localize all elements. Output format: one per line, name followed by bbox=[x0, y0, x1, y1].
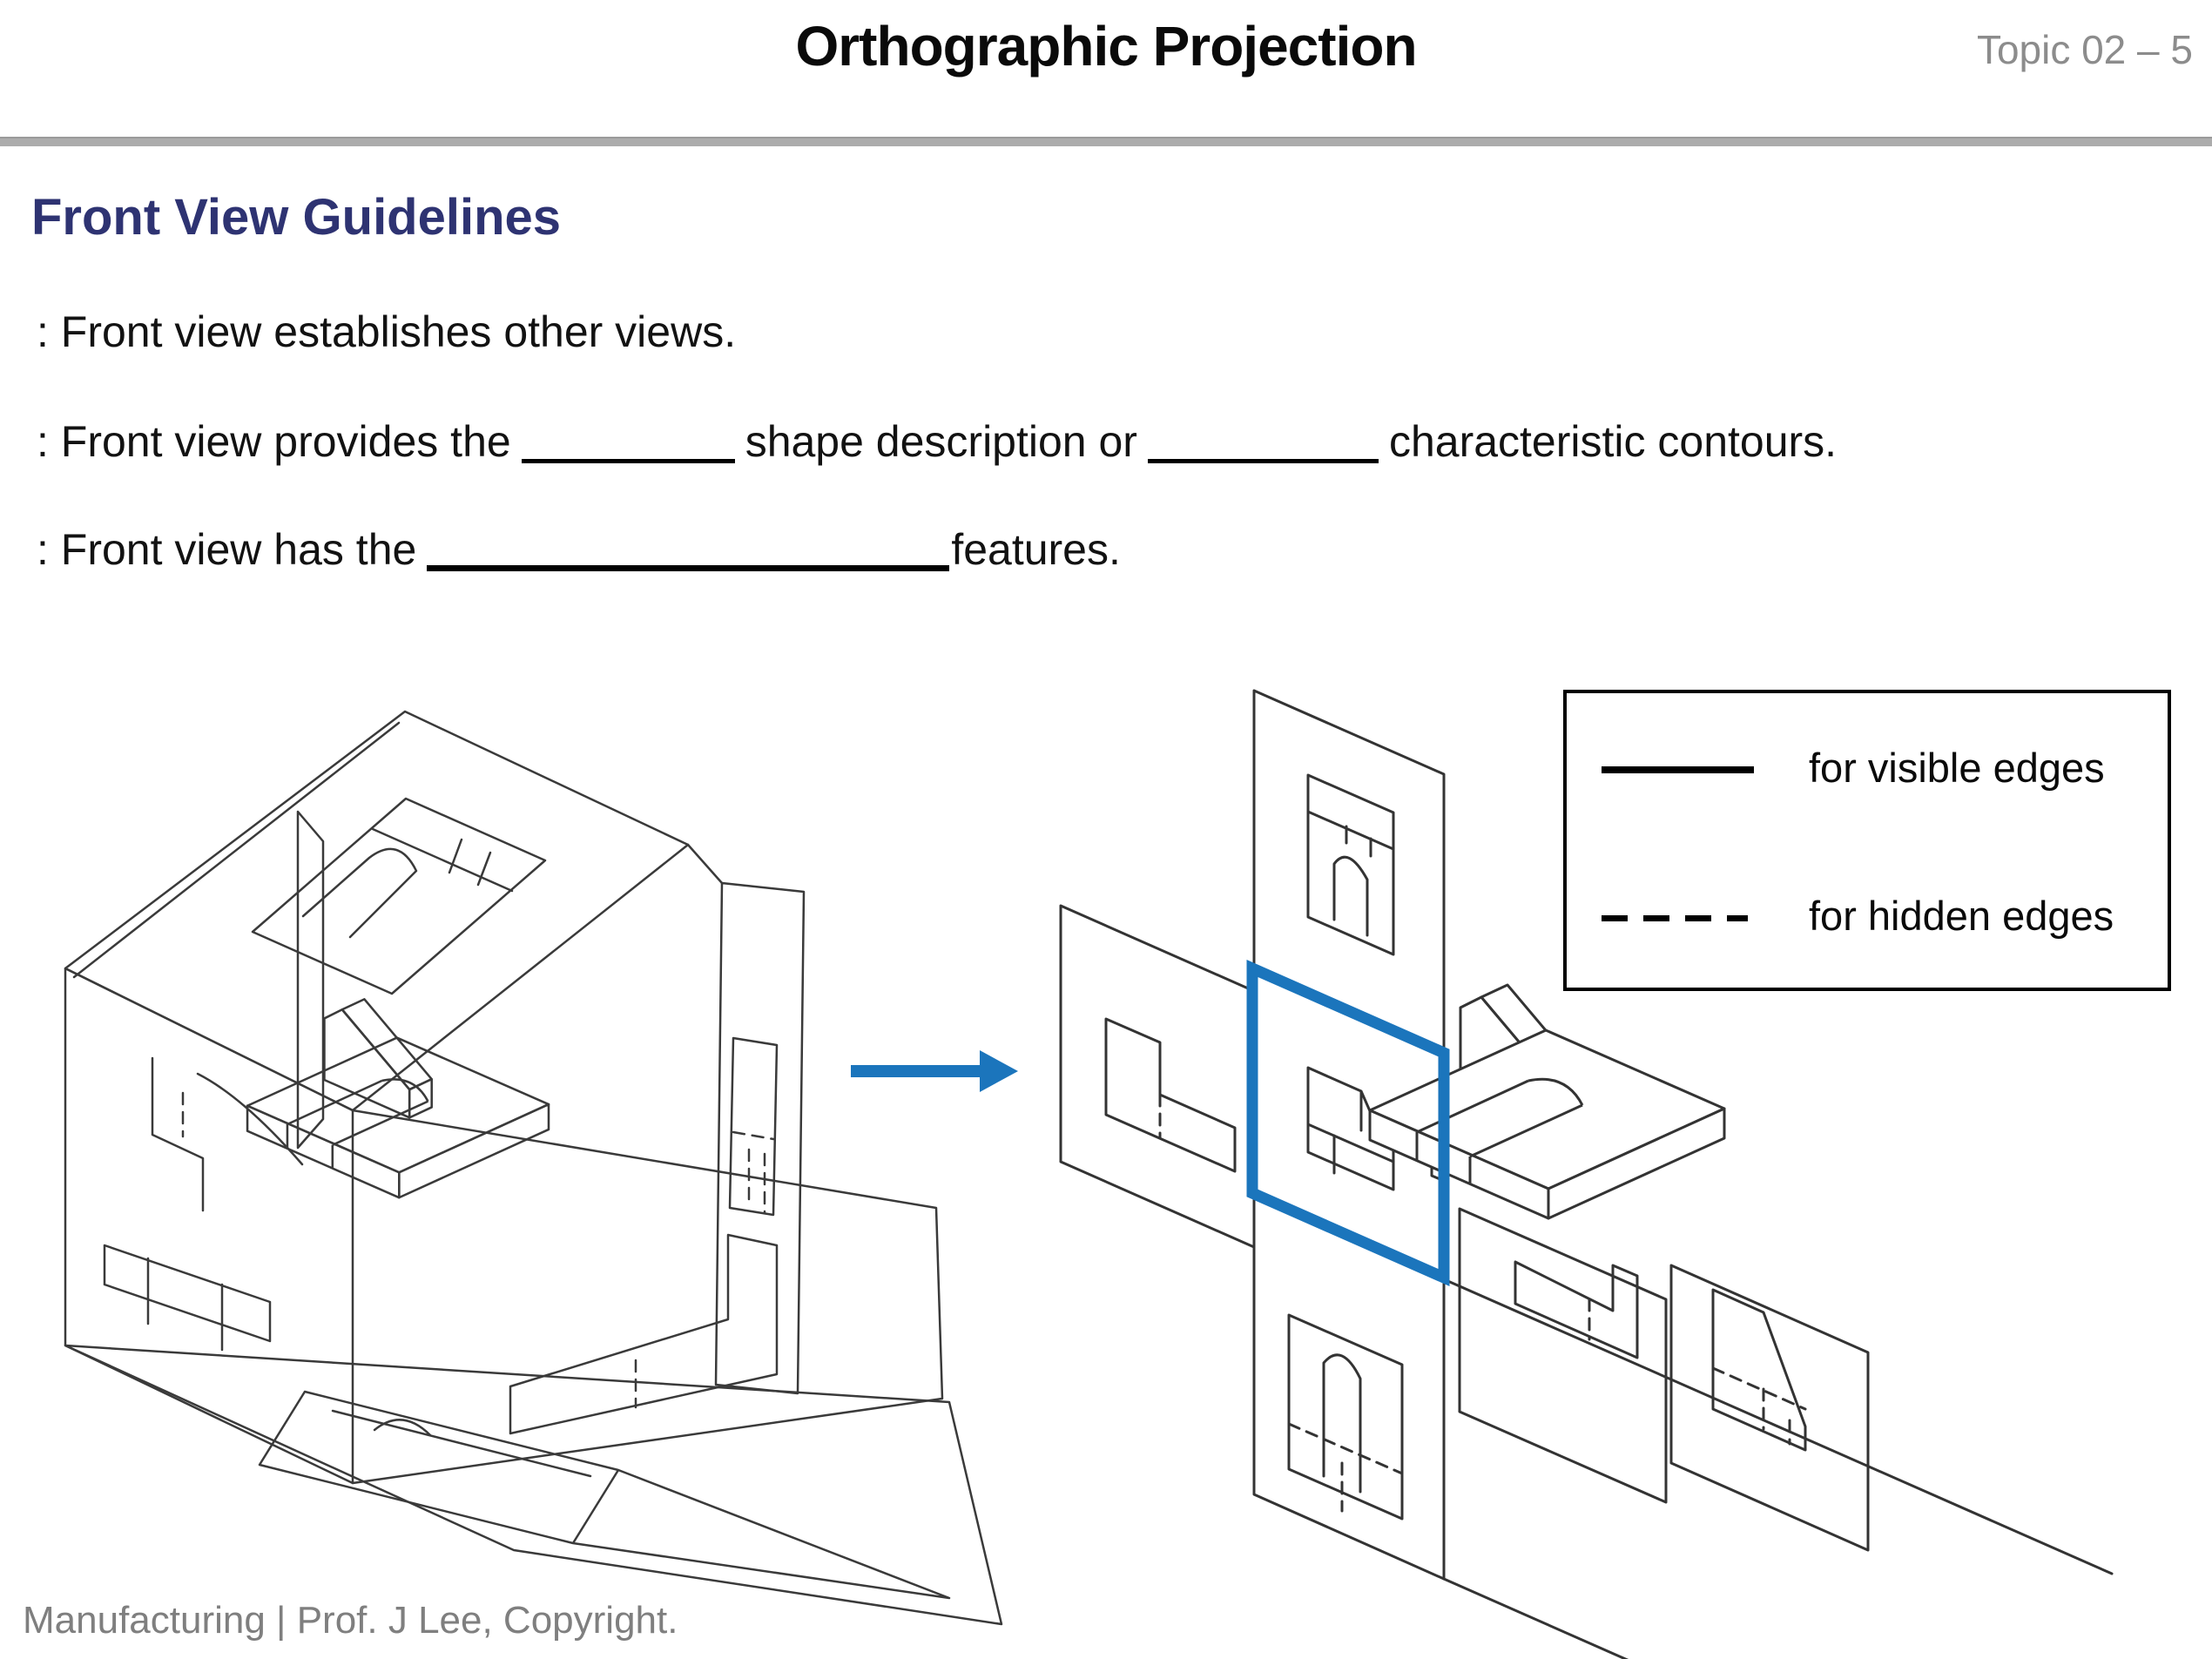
right-arrow-icon bbox=[851, 1050, 1018, 1092]
fill-in-blank-1 bbox=[521, 459, 735, 463]
object-3d bbox=[1368, 983, 1726, 1220]
bullet-establishes: : Front view establishes other views. bbox=[37, 307, 737, 356]
side-view-l-shape bbox=[509, 1233, 779, 1435]
bullet-features-text-1: : Front view has the bbox=[37, 525, 417, 574]
rear-view bbox=[1711, 1288, 1807, 1452]
top-view bbox=[1306, 773, 1395, 956]
open-plane-sliver bbox=[72, 721, 401, 979]
right-side-view bbox=[1514, 1260, 1639, 1359]
bottom-view bbox=[1287, 1313, 1404, 1521]
top-plane bbox=[1252, 689, 1446, 1055]
fill-in-blank-2 bbox=[1147, 459, 1379, 463]
left-side-view bbox=[1104, 1017, 1237, 1173]
legend-visible-label: for visible edges bbox=[1809, 745, 2105, 791]
bullet-provides-text-1: : Front view provides the bbox=[37, 417, 511, 466]
bullet-provides-text-2: shape description or bbox=[745, 417, 1137, 466]
box-bottom-face bbox=[64, 1344, 1003, 1626]
bottom-shadow-view bbox=[258, 1390, 951, 1600]
box-left-face bbox=[64, 967, 354, 1485]
right-plane-2 bbox=[1669, 1264, 1870, 1552]
open-plane-blade bbox=[296, 810, 325, 1150]
right-plane-1 bbox=[1458, 1207, 1668, 1504]
bullet-features-text-2: features. bbox=[951, 525, 1121, 574]
bullet-has-features: : Front view has the features. bbox=[37, 524, 1121, 575]
page-title: Orthographic Projection bbox=[795, 15, 1417, 78]
header-divider bbox=[0, 137, 2212, 146]
object-3d bbox=[246, 998, 550, 1199]
solid-line-icon bbox=[1602, 766, 1754, 773]
topic-number: Topic 02 – 5 bbox=[1976, 27, 2193, 72]
legend-row-visible: for visible edges bbox=[1567, 744, 2168, 796]
bullet-provides: : Front view provides the shape descripti… bbox=[37, 416, 1837, 467]
bullet-provides-text-3: characteristic contours. bbox=[1388, 417, 1838, 466]
front-plane-highlight bbox=[1246, 960, 1450, 1286]
top-view-outline bbox=[251, 797, 547, 995]
dashed-line-icon bbox=[1602, 915, 1748, 921]
footer-credit: Manufacturing | Prof. J Lee, Copyright. bbox=[23, 1599, 678, 1642]
top-view-arch bbox=[301, 847, 418, 939]
fill-in-blank-3 bbox=[427, 565, 950, 571]
section-heading: Front View Guidelines bbox=[31, 189, 562, 246]
legend-row-hidden: for hidden edges bbox=[1567, 892, 2168, 944]
legend-hidden-label: for hidden edges bbox=[1809, 893, 2114, 939]
unfolded-planes-diagram bbox=[1059, 689, 2114, 1659]
line-legend: for visible edges for hidden edges bbox=[1563, 690, 2171, 991]
glass-box-diagram bbox=[64, 710, 1003, 1626]
left-plane bbox=[1059, 904, 1256, 1249]
bottom-plane bbox=[1252, 1194, 1446, 1581]
